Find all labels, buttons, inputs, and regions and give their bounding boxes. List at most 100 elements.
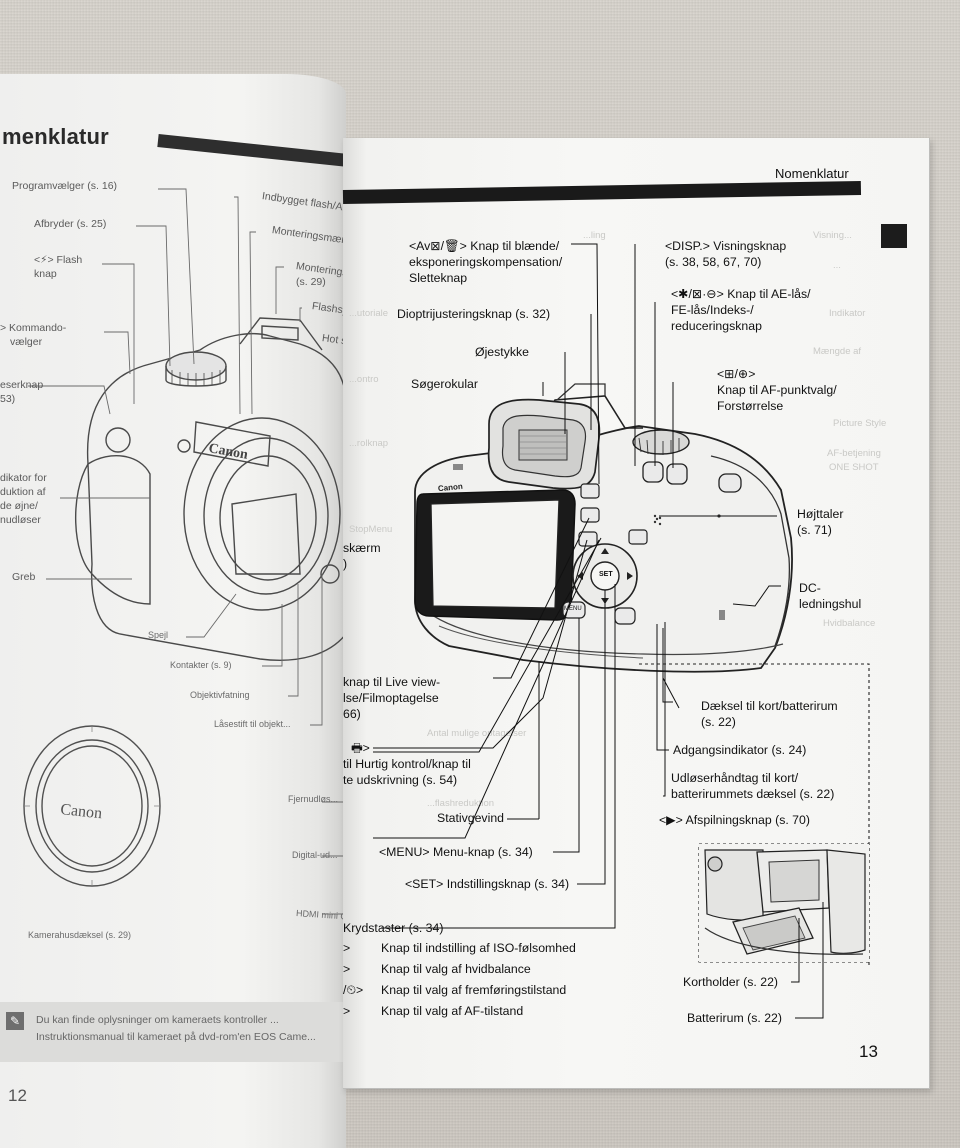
ghost-11: ...rolknap — [349, 438, 389, 449]
label-batterirum: Batterirum (s. 22) — [687, 1011, 782, 1025]
label-dc: DC- ledningshul — [799, 580, 861, 612]
label-ae-laas: <✱/⊠·⊖> Knap til AE-lås/ FE-lås/Indeks-/… — [671, 286, 811, 335]
label-iso-prefix: > — [343, 941, 351, 955]
label-drive: Knap til valg af fremføringstilstand — [381, 983, 567, 997]
label-indikator-2: duktion af — [0, 486, 46, 498]
right-page: Nomenklatur Visning... ...ling ... Indik… — [342, 138, 930, 1089]
label-hurtig-2: te udskrivning (s. 54) — [343, 773, 458, 788]
label-skaerm: skærm ) — [343, 540, 381, 572]
ghost-14: ...flashreduktion — [427, 798, 495, 809]
label-flash-knap-2: knap — [34, 268, 57, 280]
note-line-1: Du kan finde oplysninger om kameraets ko… — [36, 1014, 279, 1026]
label-av-knap-2: eksponeringskompensation/ — [409, 255, 563, 270]
note-line-2: Instruktionsmanual til kameraet på dvd-r… — [36, 1030, 316, 1043]
right-page-number: 13 — [859, 1042, 878, 1061]
label-objektivfatning: Objektivfatning — [190, 690, 250, 700]
label-live-view-2: lse/Filmoptagelse — [343, 691, 439, 706]
label-dc-2: ledningshul — [799, 597, 862, 612]
label-set: <SET> Indstillingsknap (s. 34) — [405, 877, 570, 891]
label-adgang: Adgangsindikator (s. 24) — [673, 743, 807, 757]
label-afbryder: Afbryder (s. 25) — [34, 218, 107, 230]
label-af-prefix: > — [343, 1004, 351, 1018]
ghost-2: ...ling — [583, 230, 606, 241]
label-disp-2: (s. 38, 58, 67, 70) — [665, 255, 762, 270]
label-udloser: Udløserhåndtag til kort/ batterirummets … — [671, 770, 834, 802]
label-af-punkt: <⊞/⊕> Knap til AF-punktvalg/ Forstørrels… — [717, 366, 837, 415]
label-ae-laas-1: <✱/⊠·⊖> Knap til AE-lås/ — [671, 287, 811, 301]
ghost-8: ONE SHOT — [829, 462, 879, 473]
label-ae-laas-3: reduceringsknap — [671, 319, 762, 334]
label-ojestykke: Øjestykke — [475, 345, 529, 359]
ghost-13: Antal mulige optagelser — [427, 728, 527, 739]
note-icon: ✎ — [6, 1012, 24, 1030]
label-laeserknap: eserknap — [0, 379, 44, 391]
label-diopti: Dioptrijusteringsknap (s. 32) — [397, 307, 551, 321]
label-krydstaster: Krydstaster (s. 34) — [343, 921, 444, 935]
ghost-5: Mængde af — [813, 346, 862, 357]
label-wb-prefix: > — [343, 962, 351, 976]
label-daeksel-1: Dæksel til kort/batterirum — [701, 699, 838, 713]
left-page-number: 12 — [8, 1086, 27, 1105]
label-udloser-1: Udløserhåndtag til kort/ — [671, 771, 799, 785]
ghost-7: AF-betjening — [827, 448, 881, 459]
label-udloser-2: batterirummets dæksel (s. 22) — [671, 787, 835, 802]
ghost-12: StopMenu — [349, 524, 393, 535]
label-digital: Digital-ud... — [292, 850, 338, 860]
front-camera-logo: Canon — [207, 441, 249, 463]
label-sogerokular: Søgerokular — [411, 377, 478, 391]
menu-button-text: MENU — [564, 606, 582, 612]
label-laasestift: Låsestift til objekt... — [214, 719, 291, 729]
label-hojttaler-2: (s. 71) — [797, 523, 832, 538]
left-page-title: menklatur — [2, 124, 109, 149]
label-kontakter: Kontakter (s. 9) — [170, 660, 232, 670]
label-laeserknap-2: 53) — [0, 393, 16, 405]
ghost-10: ...ontro — [349, 374, 379, 385]
label-indikator-4: nudløser — [0, 514, 41, 526]
label-disp-1: <DISP.> Visningsknap — [665, 239, 787, 253]
ghost-3: ... — [833, 260, 841, 271]
label-iso: Knap til indstilling af ISO-følsomhed — [381, 941, 576, 955]
label-hurtig-1: til Hurtig kontrol/knap til — [343, 757, 471, 771]
label-kamerahusdaeksel: Kamerahusdæksel (s. 29) — [28, 930, 132, 940]
right-page-header: Nomenklatur — [775, 166, 849, 181]
label-drive-prefix: /⏲> — [343, 983, 364, 997]
label-menu: <MENU> Menu-knap (s. 34) — [379, 845, 533, 859]
label-disp: <DISP.> Visningsknap (s. 38, 58, 67, 70) — [665, 238, 786, 270]
body-cap-logo: Canon — [60, 801, 103, 822]
rear-camera-diagram — [373, 243, 870, 1019]
label-afspilning: <▶> Afspilningsknap (s. 70) — [659, 813, 810, 827]
label-af-punkt-2: Knap til AF-punktvalg/ — [717, 383, 837, 398]
ghost-6: Picture Style — [833, 418, 887, 429]
front-camera-diagram: Canon — [23, 188, 346, 915]
note-box — [0, 1002, 346, 1062]
label-skaerm-1: skærm — [343, 541, 381, 555]
ghost-4: Indikator — [829, 308, 866, 319]
label-indikator: dikator for — [0, 472, 47, 484]
label-av-knap: <Av⊠/🗑> Knap til blænde/ eksponeringskom… — [409, 238, 562, 287]
label-greb: Greb — [12, 571, 36, 583]
label-monteringsmaerke-3: (s. 29) — [296, 276, 326, 288]
chapter-tab-marker — [881, 224, 907, 248]
label-kommando: > Kommando- — [0, 322, 67, 334]
label-hojttaler-1: Højttaler — [797, 507, 844, 521]
label-hojttaler: Højttaler (s. 71) — [797, 506, 843, 538]
label-skaerm-2: ) — [343, 557, 348, 572]
label-daeksel-2: (s. 22) — [701, 715, 736, 730]
label-programvaelger: Programvælger (s. 16) — [12, 180, 118, 192]
label-af: Knap til valg af AF-tilstand — [381, 1004, 524, 1018]
label-ae-laas-2: FE-lås/Indeks-/ — [671, 303, 754, 318]
label-fjernudloeser: Fjernudløs... — [288, 794, 339, 804]
label-live-view: knap til Live view- lse/Filmoptagelse 66… — [343, 674, 440, 723]
label-kommando-2: vælger — [10, 336, 43, 348]
label-stativgevind: Stativgevind — [437, 811, 504, 825]
label-live-view-3: 66) — [343, 707, 361, 722]
ghost-9: ...utoriale — [349, 308, 389, 319]
label-spejl: Spejl — [148, 630, 169, 640]
label-indikator-3: de øjne/ — [0, 500, 38, 512]
left-page: menklatur — [0, 74, 346, 1148]
label-flash-knap: <⚡> Flash — [34, 254, 83, 266]
label-av-knap-3: Sletteknap — [409, 271, 468, 286]
label-hurtig: til Hurtig kontrol/knap til te udskrivni… — [343, 756, 471, 788]
set-button-text: SET — [599, 571, 613, 578]
note-text: Du kan finde oplysninger om kameraets ko… — [36, 1012, 316, 1046]
